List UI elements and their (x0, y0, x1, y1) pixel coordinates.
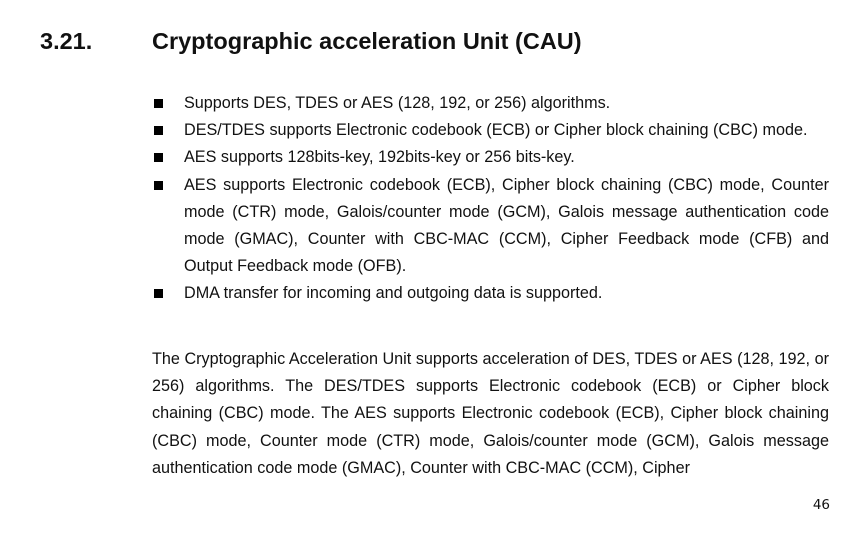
section-heading: 3.21. Cryptographic acceleration Unit (C… (40, 26, 830, 56)
bullet-item: DES/TDES supports Electronic codebook (E… (152, 117, 829, 144)
bullet-text: AES supports Electronic codebook (ECB), … (184, 175, 829, 276)
square-bullet-icon (154, 180, 163, 190)
page-number: 46 (812, 497, 830, 513)
bullet-text: Supports DES, TDES or AES (128, 192, or … (184, 94, 611, 112)
square-bullet-icon (154, 289, 163, 299)
bullet-item: AES supports 128bits-key, 192bits-key or… (152, 144, 829, 171)
bullet-text: AES supports 128bits-key, 192bits-key or… (184, 148, 575, 167)
feature-bullet-list: Supports DES, TDES or AES (128, 192, or … (152, 90, 829, 308)
square-bullet-icon (154, 126, 163, 136)
description-paragraph: The Cryptographic Acceleration Unit supp… (152, 350, 829, 477)
square-bullet-icon (154, 153, 163, 163)
square-bullet-icon (154, 99, 163, 108)
section-number: 3.21. (40, 28, 93, 54)
bullet-item: DMA transfer for incoming and outgoing d… (152, 280, 829, 307)
bullet-text: DMA transfer for incoming and outgoing d… (184, 284, 603, 303)
bullet-text: DES/TDES supports Electronic codebook (E… (184, 121, 808, 140)
bullet-item: Supports DES, TDES or AES (128, 192, or … (152, 90, 829, 117)
section-title: Cryptographic acceleration Unit (CAU) (152, 28, 582, 54)
bullet-item: AES supports Electronic codebook (ECB), … (152, 172, 829, 281)
